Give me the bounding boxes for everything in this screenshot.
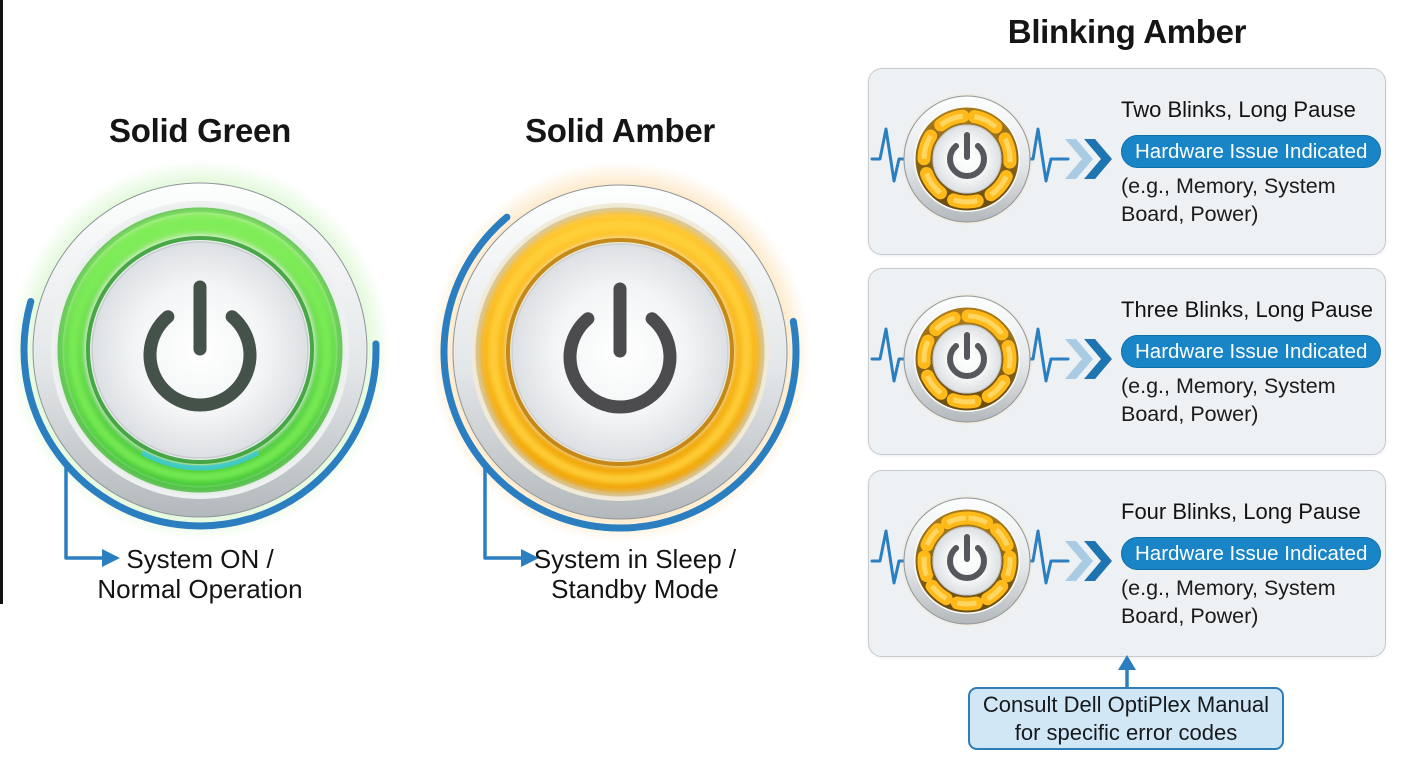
amber-callout-connector [483,462,539,567]
status-badge: Hardware Issue Indicated [1121,537,1382,570]
blue-arc [440,213,800,532]
power-icon [143,280,257,412]
double-chevron-right-icon [1084,139,1112,179]
pulse-waveform-icon [1026,127,1070,183]
tan-ring [475,207,765,497]
blink-detail-line2: Board, Power) [1121,202,1259,226]
blink-detail: (e.g., Memory, System Board, Power) [1121,574,1381,630]
power-icon [947,332,987,379]
amber-power-button-art [430,162,810,542]
green-led-core [68,218,332,482]
double-chevron-right-icon [1065,339,1093,379]
green-state-line1: System ON / [126,544,274,574]
amber-led-core [488,220,752,484]
manual-note-line1: Consult Dell OptiPlex Manual [982,692,1270,717]
blink-card-three-blinks: Three Blinks, Long Pause Hardware Issue … [868,268,1386,455]
amber-state-line2: Standby Mode [551,574,719,604]
amber-ring-inner-edge [506,238,734,466]
scan-edge-artifact [0,0,3,604]
blink-detail-line1: (e.g., Memory, System [1121,174,1336,198]
pulse-waveform-icon [870,529,909,585]
green-power-button-illustration [0,150,400,555]
blink-card-two-blinks: Two Blinks, Long Pause Hardware Issue In… [868,68,1386,255]
blink-detail: (e.g., Memory, System Board, Power) [1121,172,1381,228]
power-icon [947,132,987,179]
blink-pattern-title: Three Blinks, Long Pause [1121,297,1373,322]
blink-pattern-title: Four Blinks, Long Pause [1121,499,1361,524]
amber-state-line1: System in Sleep / [533,544,737,574]
status-badge: Hardware Issue Indicated [1121,335,1382,368]
green-state-line2: Normal Operation [97,574,303,604]
arrow-up-icon [1118,655,1136,688]
solid-green-title: Solid Green [109,112,291,149]
blink-detail-line2: Board, Power) [1121,402,1259,426]
amber-power-button-illustration [420,152,820,557]
pulse-waveform-icon [1026,529,1070,585]
green-ring-outer-edge [57,207,343,493]
blinking-amber-title: Blinking Amber [1007,13,1247,50]
status-badge: Hardware Issue Indicated [1121,135,1382,168]
power-icon [947,534,987,581]
blink-detail-line2: Board, Power) [1121,604,1259,628]
blinking-button-art [870,495,1112,627]
manual-note-line2: for specific error codes [1014,720,1238,745]
blue-arc [20,298,380,530]
pulse-waveform-icon [1026,327,1070,383]
blink-detail-line1: (e.g., Memory, System [1121,374,1336,398]
green-callout-connector [64,462,120,567]
double-chevron-right-icon [1065,139,1093,179]
green-power-button-art [10,160,390,540]
blink-detail: (e.g., Memory, System Board, Power) [1121,372,1381,428]
green-state-label: System ON / Normal Operation [30,544,370,604]
arrow-right-icon [102,549,120,567]
solid-amber-title: Solid Amber [525,112,715,149]
power-icon [563,282,677,414]
manual-note: Consult Dell OptiPlex Manual for specifi… [968,687,1284,750]
led-segment-highlights [921,313,1013,405]
double-chevron-right-icon [1084,541,1112,581]
cyan-accent-arc [140,450,260,471]
pulse-waveform-icon [870,127,909,183]
blinking-button-art [870,293,1112,425]
amber-state-label: System in Sleep / Standby Mode [450,544,820,604]
blinking-button-art [870,93,1112,225]
blink-pattern-title: Two Blinks, Long Pause [1121,97,1356,122]
double-chevron-right-icon [1065,541,1093,581]
pulse-waveform-icon [870,327,909,383]
blink-card-four-blinks: Four Blinks, Long Pause Hardware Issue I… [868,470,1386,657]
arrow-right-icon [521,549,539,567]
green-ring-inner-edge [86,236,314,464]
blink-detail-line1: (e.g., Memory, System [1121,576,1336,600]
double-chevron-right-icon [1084,339,1112,379]
